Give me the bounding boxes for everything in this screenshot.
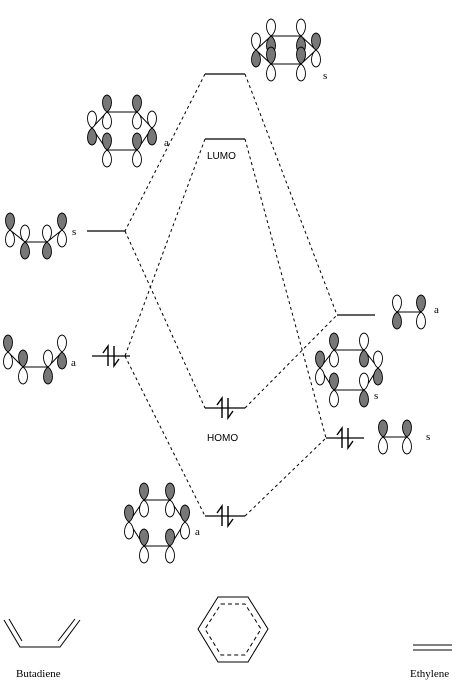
symmetry-label-top: s bbox=[323, 70, 327, 82]
benzene-orbital-top bbox=[251, 18, 321, 82]
benzene-orbital-homo bbox=[315, 332, 383, 408]
symmetry-label-ethylene-s: s bbox=[426, 431, 430, 443]
butadiene-label: Butadiene bbox=[16, 668, 61, 680]
symmetry-label-ethylene-a: a bbox=[434, 304, 439, 316]
butadiene-orbital-a bbox=[3, 334, 67, 385]
symmetry-label-low: a bbox=[195, 526, 200, 538]
correlation-lines bbox=[124, 73, 338, 517]
ethylene-label: Ethylene bbox=[410, 668, 449, 680]
butadiene-orbital-s bbox=[5, 212, 67, 260]
butadiene-structure bbox=[3, 618, 81, 648]
symmetry-label-butadiene-a: a bbox=[71, 357, 76, 369]
benzene-orbital-low bbox=[124, 482, 190, 564]
symmetry-label-butadiene-s: s bbox=[72, 226, 76, 238]
benzene-structure bbox=[197, 596, 269, 663]
benzene-orbital-lumo bbox=[87, 94, 157, 168]
ethylene-levels bbox=[326, 314, 375, 449]
benzene-levels bbox=[205, 73, 245, 527]
ethylene-structure bbox=[413, 644, 452, 651]
homo-label: HOMO bbox=[207, 433, 238, 444]
symmetry-label-lumo: a bbox=[164, 137, 169, 149]
butadiene-levels bbox=[87, 230, 130, 367]
ethylene-orbital-s bbox=[378, 419, 412, 455]
lumo-label: LUMO bbox=[207, 151, 236, 162]
ethylene-orbital-a bbox=[392, 294, 426, 330]
symmetry-label-homo: s bbox=[374, 390, 378, 402]
